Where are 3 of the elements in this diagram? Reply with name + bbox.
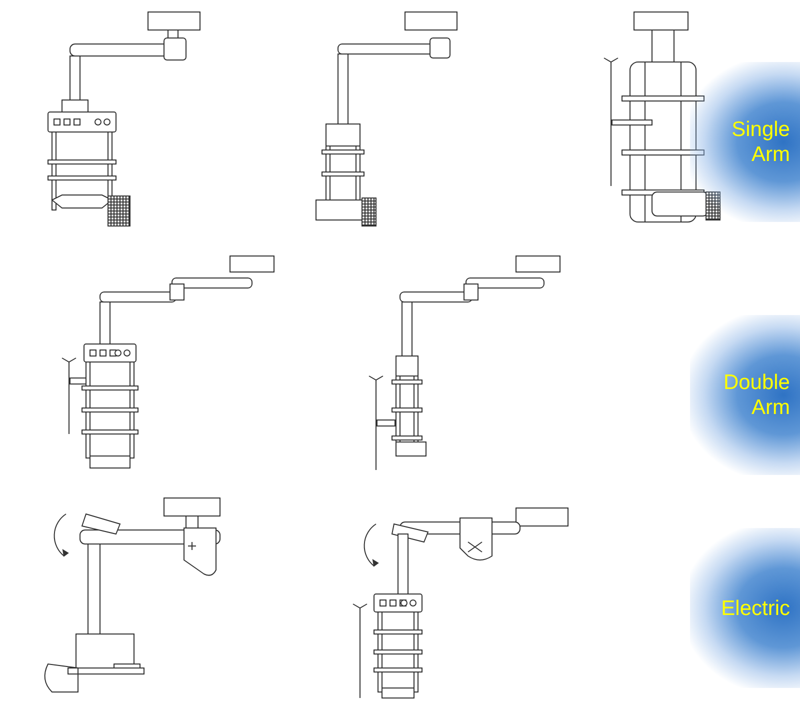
category-label: Electric — [720, 596, 790, 621]
category-label: Single Arm — [730, 117, 790, 167]
category-label: Double Arm — [722, 370, 790, 420]
